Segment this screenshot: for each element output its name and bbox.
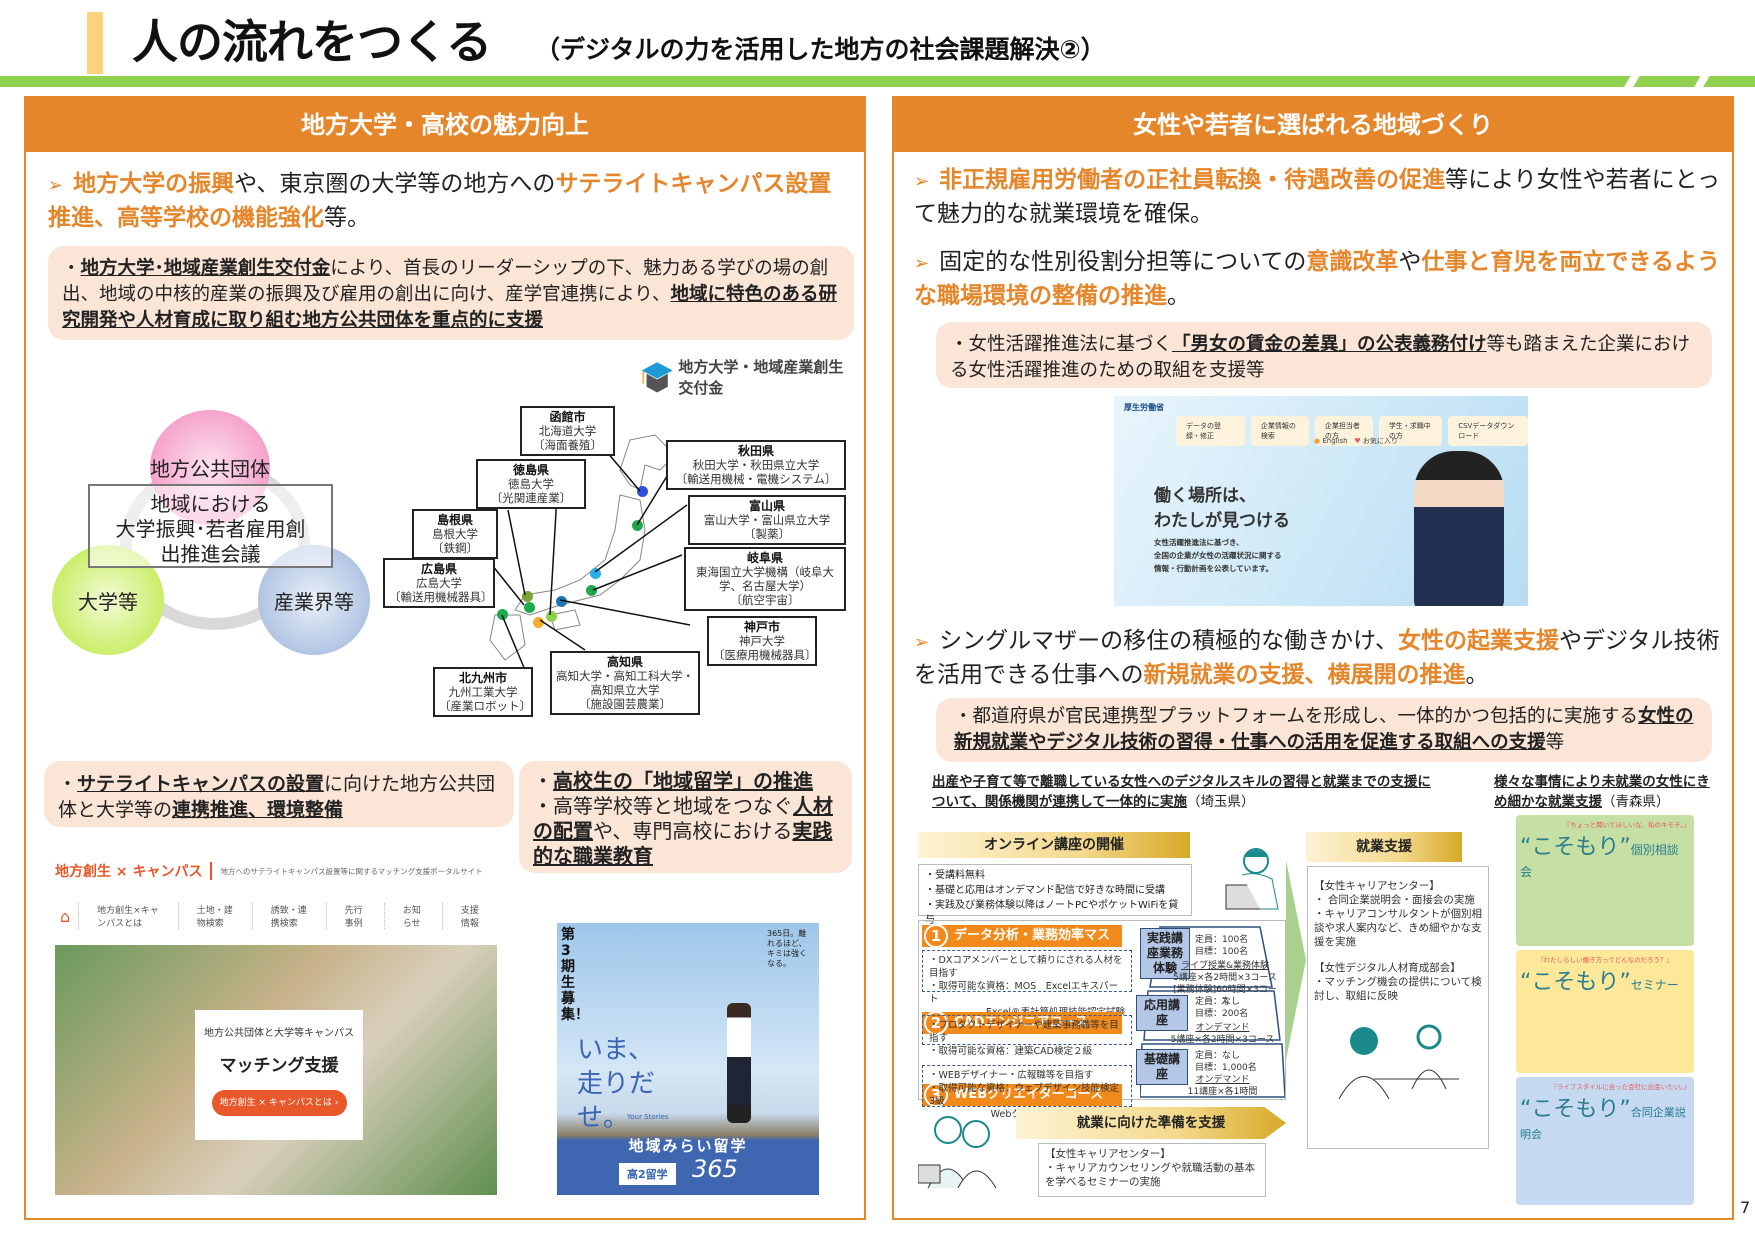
grant-info-box: ・地方大学･地域産業創生交付金により、首長のリーダーシップの下、魅力ある学びの場… bbox=[48, 246, 854, 340]
campus-nav-land[interactable]: 土地・建物検索 bbox=[177, 903, 252, 929]
map-label-akita: 秋田県秋田大学・秋田県立大学〔輸送用機械・電機システム〕 bbox=[666, 440, 846, 490]
woman-laptop-illustration bbox=[1222, 845, 1284, 915]
wage-gap-box: ・女性活躍推進法に基づく「男女の賃金の差異」の公表義務付け等も踏まえた企業におけ… bbox=[936, 322, 1712, 388]
course-3-desc: ・WEBデザイナー・広報職等を目指す・取得可能な資格：ウェブデザイン技能検定3級… bbox=[922, 1065, 1132, 1120]
arrow-bullet-icon: ➢ bbox=[914, 632, 930, 653]
mhlw-site-screenshot: 厚生労働省 データの登録・修正 企業情報の検索 企業担当者の方 学生・求職中の方… bbox=[1114, 396, 1528, 606]
arrow-bullet-icon: ➢ bbox=[48, 175, 64, 196]
platform-support-box: ・都道府県が官民連携型プラットフォームを形成し、一体的かつ包括的に実施する女性の… bbox=[936, 698, 1712, 762]
map-dot-toyama bbox=[590, 568, 601, 579]
interview-illustration bbox=[1338, 1024, 1459, 1100]
employment-support-heading: 就業支援 bbox=[1306, 832, 1462, 862]
map-dot-hakodate bbox=[637, 486, 648, 497]
map-dot-akita bbox=[632, 520, 643, 531]
venn-center-box: 地域における 大学振興･若者雇用創 出推進会議 bbox=[88, 484, 333, 568]
mhlw-nav-student[interactable]: 学生・求職中の方 bbox=[1378, 416, 1443, 446]
grant-logo: 地方大学・地域産業創生交付金 bbox=[640, 357, 850, 397]
consultants-illustration bbox=[917, 1110, 1013, 1190]
header-divider bbox=[0, 76, 1755, 87]
map-dot-gifu bbox=[586, 585, 597, 596]
arrow-bullet-icon: ➢ bbox=[914, 253, 930, 274]
left-panel-heading: 地方大学・高校の魅力向上 bbox=[26, 98, 864, 152]
campus-nav-cases[interactable]: 先行事例 bbox=[325, 903, 384, 929]
mhlw-nav-csv[interactable]: CSVデータダウンロード bbox=[1448, 416, 1528, 446]
campus-hero-card: 地方公共団体と大学等キャンパス マッチング支援 地方創生 × キャンパスとは › bbox=[195, 1010, 363, 1140]
tier-practical: 実践講座業務体験 bbox=[1140, 928, 1190, 979]
map-dot-kitakyushu bbox=[497, 609, 508, 620]
globe-icon: ● bbox=[1314, 437, 1321, 445]
map-dot-kochi bbox=[533, 617, 544, 628]
mhlw-nav-company[interactable]: 企業担当者の方 bbox=[1314, 416, 1373, 446]
course-2-desc: ・プロダクトデザイナーや建築事務職等を目指す・取得可能な資格：建築CAD検定２級 bbox=[922, 1015, 1132, 1057]
kosomori-seminar-card: 『わたしらしい働き方ってどんなのだろう？』 “こそもり”セミナー bbox=[1516, 950, 1694, 1073]
campus-site-nav: ⌂ 地方創生×キャンパスとは 土地・建物検索 誘致・連携検索 先行事例 お知らせ… bbox=[60, 903, 500, 929]
mhlw-nav: データの登録・修正 企業情報の検索 企業担当者の方 学生・求職中の方 CSVデー… bbox=[1176, 416, 1528, 446]
english-link[interactable]: English bbox=[1322, 437, 1348, 445]
left-lead-text: ➢地方大学の振興や、東京圏の大学等の地方へのサテライトキャンパス設置推進、高等学… bbox=[48, 171, 832, 231]
japan-map bbox=[489, 434, 676, 661]
right-lead-3: ➢シングルマザーの移住の積極的な働きかけ、女性の起業支援やデジタル技術を活用でき… bbox=[914, 628, 1720, 688]
map-label-kitakyushu: 北九州市九州工業大学〔産業ロボット〕 bbox=[433, 667, 533, 717]
campus-nav-invite[interactable]: 誘致・連携検索 bbox=[251, 903, 326, 929]
online-course-heading: オンライン講座の開催 bbox=[918, 832, 1190, 858]
campus-nav-about[interactable]: 地方創生×キャンパスとは bbox=[78, 903, 178, 929]
tier-applied: 応用講座 bbox=[1136, 995, 1188, 1031]
map-label-gifu: 岐阜県東海国立大学機構（岐阜大学、名古屋大学）〔航空宇宙〕 bbox=[684, 547, 846, 611]
right-lead-2: ➢固定的な性別役割分担等についての意識改革や仕事と育児を両立できるような職場環境… bbox=[914, 249, 1720, 309]
map-label-shimane: 島根県島根大学〔鉄鋼〕 bbox=[412, 509, 498, 559]
map-label-tokushima: 徳島県徳島大学〔光関連産業〕 bbox=[476, 459, 586, 509]
mhlw-hero-woman bbox=[1414, 451, 1504, 606]
mhlw-nav-data[interactable]: データの登録・修正 bbox=[1176, 416, 1245, 446]
right-lead-1: ➢非正規雇用労働者の正社員転換・待遇改善の促進等により女性や若者にとって魅力的な… bbox=[914, 167, 1720, 227]
campus-nav-news[interactable]: お知らせ bbox=[383, 903, 442, 929]
satellite-campus-box: ・サテライトキャンパスの設置に向けた地方公共団体と大学等の連携推進、環境整備 bbox=[44, 761, 514, 827]
page-title: 人の流れをつくる bbox=[132, 15, 492, 69]
favorites-link[interactable]: お気に入り bbox=[1362, 437, 1398, 445]
map-label-hakodate: 函館市北海道大学〔海面養殖〕 bbox=[520, 406, 615, 456]
aomori-caption: 様々な事情により未就業の女性にきめ細かな就業支援（青森県） bbox=[1494, 774, 1710, 810]
map-label-kobe: 神戸市神戸大学〔医療用機械器具〕 bbox=[707, 616, 817, 666]
tier-basic: 基礎講座 bbox=[1136, 1049, 1188, 1085]
poster-student-figure bbox=[727, 1003, 751, 1123]
mortarboard-icon bbox=[641, 362, 673, 393]
map-dot-hiroshima bbox=[524, 602, 535, 613]
prep-support-arrow: 就業に向けた準備を支援 bbox=[1016, 1107, 1286, 1139]
page-number: 7 bbox=[1740, 1198, 1751, 1217]
campus-about-button[interactable]: 地方創生 × キャンパスとは › bbox=[211, 1090, 347, 1116]
heart-icon: ♥ bbox=[1354, 437, 1361, 445]
saitama-caption: 出産や子育て等で離職している女性へのデジタルスキルの習得と就業までの支援について… bbox=[932, 774, 1431, 810]
campus-nav-support[interactable]: 支援情報 bbox=[441, 903, 500, 929]
page-subtitle: （デジタルの力を活用した地方の社会課題解決②） bbox=[535, 35, 1106, 64]
home-icon[interactable]: ⌂ bbox=[60, 906, 71, 926]
title-accent-bar bbox=[87, 12, 103, 74]
map-dot-tokushima bbox=[546, 611, 557, 622]
employment-support-box: 【女性キャリアセンター】 ・ 合同企業説明会・面接会の実施 ・キャリアコンサルタ… bbox=[1307, 866, 1489, 1149]
map-dot-kobe bbox=[556, 596, 567, 607]
right-panel-heading: 女性や若者に選ばれる地域づくり bbox=[894, 98, 1732, 152]
prep-support-box: 【女性キャリアセンター】・キャリアカウンセリングや就職活動の基本を学べるセミナー… bbox=[1038, 1143, 1266, 1197]
chiiki-mirai-poster: 第3期生募集！ 365日。離れるほど、キミは強くなる。 いま、走りだせ。 You… bbox=[557, 923, 819, 1195]
map-label-toyama: 富山県富山大学・富山県立大学〔製薬〕 bbox=[688, 495, 846, 545]
mhlw-logo: 厚生労働省 bbox=[1124, 403, 1164, 412]
kosomori-job-fair-card: 『ライフスタイルに合った会社に出会いたい。』 “こそもり”合同企業説明会 bbox=[1516, 1077, 1694, 1205]
online-course-points: ・受講料無料 ・基礎と応用はオンデマンド配信で好きな時間に受講 ・実践及び業務体… bbox=[918, 864, 1192, 926]
course-1-desc: ・DXコアメンバーとして頼りにされる人材を目指す・取得可能な資格：MOS Exc… bbox=[922, 950, 1132, 1018]
high-school-box: ・高校生の「地域留学」の推進 ・高等学校等と地域をつなぐ人材の配置や、専門高校に… bbox=[519, 761, 852, 873]
map-label-kochi: 高知県高知大学・高知工科大学・高知県立大学〔施設園芸農業〕 bbox=[550, 651, 700, 715]
map-label-hiroshima: 広島県広島大学〔輸送用機械器具〕 bbox=[383, 558, 495, 608]
mhlw-nav-search[interactable]: 企業情報の検索 bbox=[1250, 416, 1309, 446]
kosomori-consultation-card: 『ちょっと聞いてほしいな、私のキモチ。』 “こそもり”個別相談会 bbox=[1516, 815, 1694, 946]
flow-arrow-icon bbox=[1286, 860, 1306, 1060]
arrow-bullet-icon: ➢ bbox=[914, 171, 930, 192]
map-dot-shimane bbox=[522, 591, 533, 602]
campus-site-header: 地方創生 × キャンパス 地方へのサテライトキャンパス設置等に関するマッチング支… bbox=[55, 862, 483, 880]
